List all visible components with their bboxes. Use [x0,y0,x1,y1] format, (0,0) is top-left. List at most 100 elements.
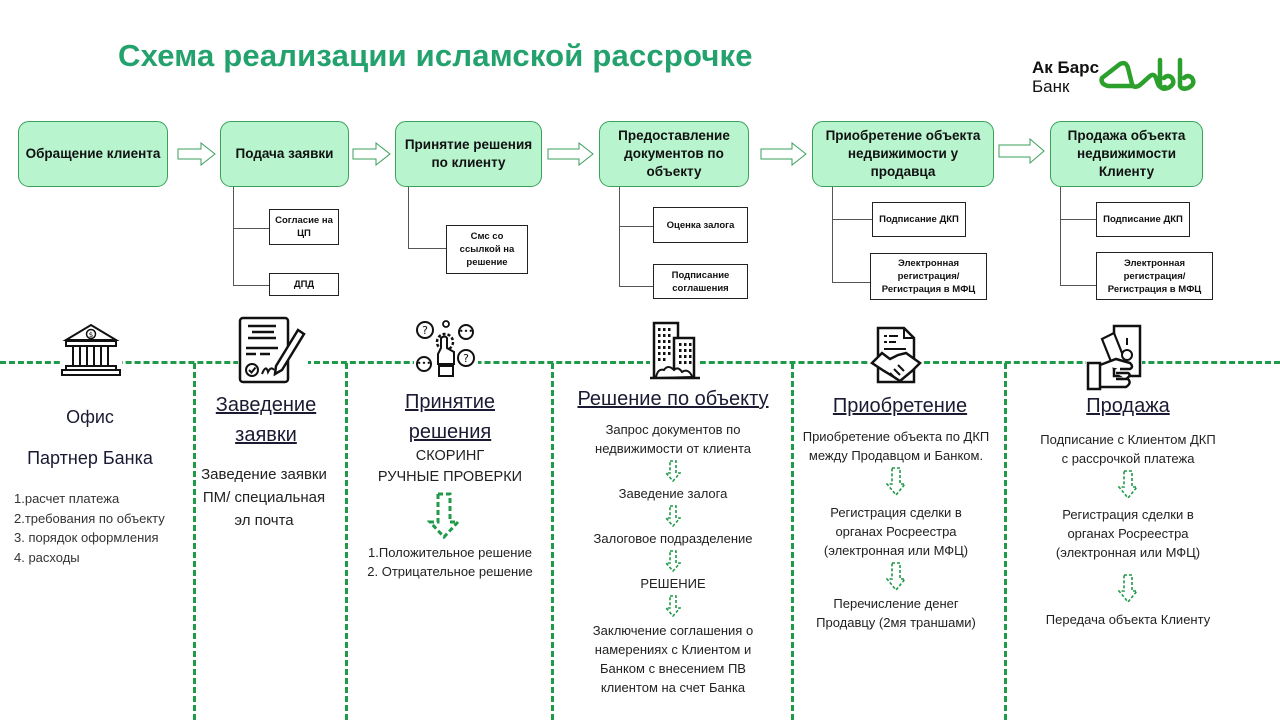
svg-text:$: $ [89,331,93,339]
svg-text:•••: ••• [417,359,431,368]
flow-step: Регистрация сделки в органах Росреестра … [823,505,969,558]
step-client-decision: Принятие решения по клиенту [395,121,542,187]
signed-document-icon [238,316,308,384]
step-label: Продажа объекта недвижимости Клиенту [1067,128,1186,179]
dashed-divider-vertical [551,363,554,720]
connector-line [619,187,620,287]
decision-heading: Принятие решения [355,387,545,447]
step-client-request: Обращение клиента [18,121,168,187]
arrow-right-icon [177,142,216,166]
partner-heading: Партнер Банка [27,448,153,468]
sub-label: Оценка залога [666,219,735,231]
sub-label: Подписание ДКП [1103,214,1183,225]
application-text: Заведение заявки ПМ/ специальная эл почт… [201,466,327,529]
connector-line [233,285,269,286]
arrow-right-icon [352,142,391,166]
connector-line [832,282,870,283]
dashed-divider-vertical [791,363,794,720]
flow-step: Передача объекта Клиенту [1045,612,1211,627]
sub-sms-box: Смс со ссылкой на решение [446,225,528,274]
flow-step: Перечисление денег Продавцу (2мя траншам… [816,596,976,630]
step-application: Подача заявки [220,121,349,187]
connector-line [233,187,234,286]
down-arrow-icon [665,460,681,482]
list-item: 1.расчет платежа [14,491,120,506]
scoring-label: СКОРИНГ [415,448,485,464]
connector-line [1060,285,1096,286]
sub-registration-box: Электронная регистрация/ Регистрация в М… [870,253,987,300]
flow-sale: Подписание с Клиентом ДКП с рассрочкой п… [1026,430,1230,629]
step-object-documents: Предоставление документов по объекту [599,121,749,187]
down-arrow-icon [665,595,681,617]
heading-line: Принятие [405,391,495,413]
decision-outcomes: 1.Положительное решение 2. Отрицательное… [352,543,548,581]
flow-step: Заведение залога [618,486,728,501]
down-arrow-icon [665,505,681,527]
application-heading: Заведение заявки [200,390,332,450]
sub-label: Подписание соглашения [671,269,730,294]
sub-registration-box: Электронная регистрация/ Регистрация в М… [1096,252,1213,300]
connector-line [233,228,269,229]
flow-object: Запрос документов по недвижимости от кли… [570,420,776,697]
flow-step: Регистрация сделки в органах Росреестра … [1055,507,1201,560]
flow-step: Запрос документов по недвижимости от кли… [595,422,751,456]
step-label: Обращение клиента [25,146,161,161]
step-object-sale: Продажа объекта недвижимости Клиенту [1050,121,1203,187]
down-arrow-icon [1118,574,1138,604]
sub-label: Подписание ДКП [879,214,959,225]
flow-step: Заключение соглашения о намерениях с Кли… [592,623,754,695]
decision-gears-icon: ? ••• ••• ? [414,318,478,380]
sub-agreement-box: Подписание соглашения [653,264,748,299]
arrow-right-icon [760,142,807,166]
sub-collateral-box: Оценка залога [653,207,748,243]
sub-label: Электронная регистрация/ Регистрация в М… [881,258,976,295]
sub-label: Смс со ссылкой на решение [459,231,515,268]
flow-step: РЕШЕНИЕ [640,576,706,591]
flow-step: Залоговое подразделение [593,531,753,546]
sub-dpd-box: ДПД [269,273,339,296]
down-arrow-icon [1118,470,1138,500]
manual-checks-label: РУЧНЫЕ ПРОВЕРКИ [377,469,523,485]
step-label: Приобретение объекта недвижимости у прод… [825,128,981,179]
sub-label: ДПД [293,279,315,290]
connector-line [832,219,872,220]
purchase-heading: Приобретение [832,395,968,417]
flow-purchase: Приобретение объекта по ДКП между Продав… [800,427,992,632]
svg-text:?: ? [463,352,469,365]
list-item: 2.требования по объекту [14,510,165,526]
bank-logo-text: Ак Барс Банк [1032,58,1099,96]
down-arrow-icon [886,562,906,592]
list-item: 3. порядок оформления [14,530,159,545]
decision-checks: СКОРИНГ РУЧНЫЕ ПРОВЕРКИ [355,446,545,488]
object-decision-heading: Решение по объекту [577,388,769,410]
step-label: Предоставление документов по объекту [618,128,730,179]
ak-bars-logo-icon [1099,57,1196,91]
sub-dkp-box: Подписание ДКП [872,202,966,237]
step-object-purchase: Приобретение объекта недвижимости у прод… [812,121,994,187]
dashed-divider-horizontal [0,361,1280,364]
flow-step: Приобретение объекта по ДКП между Продав… [802,429,990,463]
bank-building-icon: $ [60,322,122,378]
step-label: Принятие решения по клиенту [404,137,533,170]
arrow-right-icon [547,142,594,166]
office-heading: Офис [66,407,114,427]
step-label: Подача заявки [235,146,334,161]
connector-line [1060,219,1096,220]
buildings-icon [650,320,700,380]
logo-line1: Ак Барс [1032,58,1100,77]
sub-dkp-box: Подписание ДКП [1096,202,1190,237]
heading-line: заявки [235,424,297,446]
dashed-divider-vertical [1004,363,1007,720]
connector-line [408,187,409,249]
sub-consent-box: Согласие на ЦП [269,209,339,245]
connector-line [619,286,653,287]
arrow-right-icon [998,138,1045,164]
connector-line [408,248,446,249]
outcome-item: 2. Отрицательное решение [367,564,533,579]
page-title: Схема реализации исламской рассрочке [118,38,753,73]
list-item: 4. расходы [14,549,80,565]
heading-line: решения [408,421,492,443]
sub-label: Согласие на ЦП [275,215,333,239]
money-hand-icon [1086,323,1142,391]
svg-text:?: ? [422,324,428,337]
